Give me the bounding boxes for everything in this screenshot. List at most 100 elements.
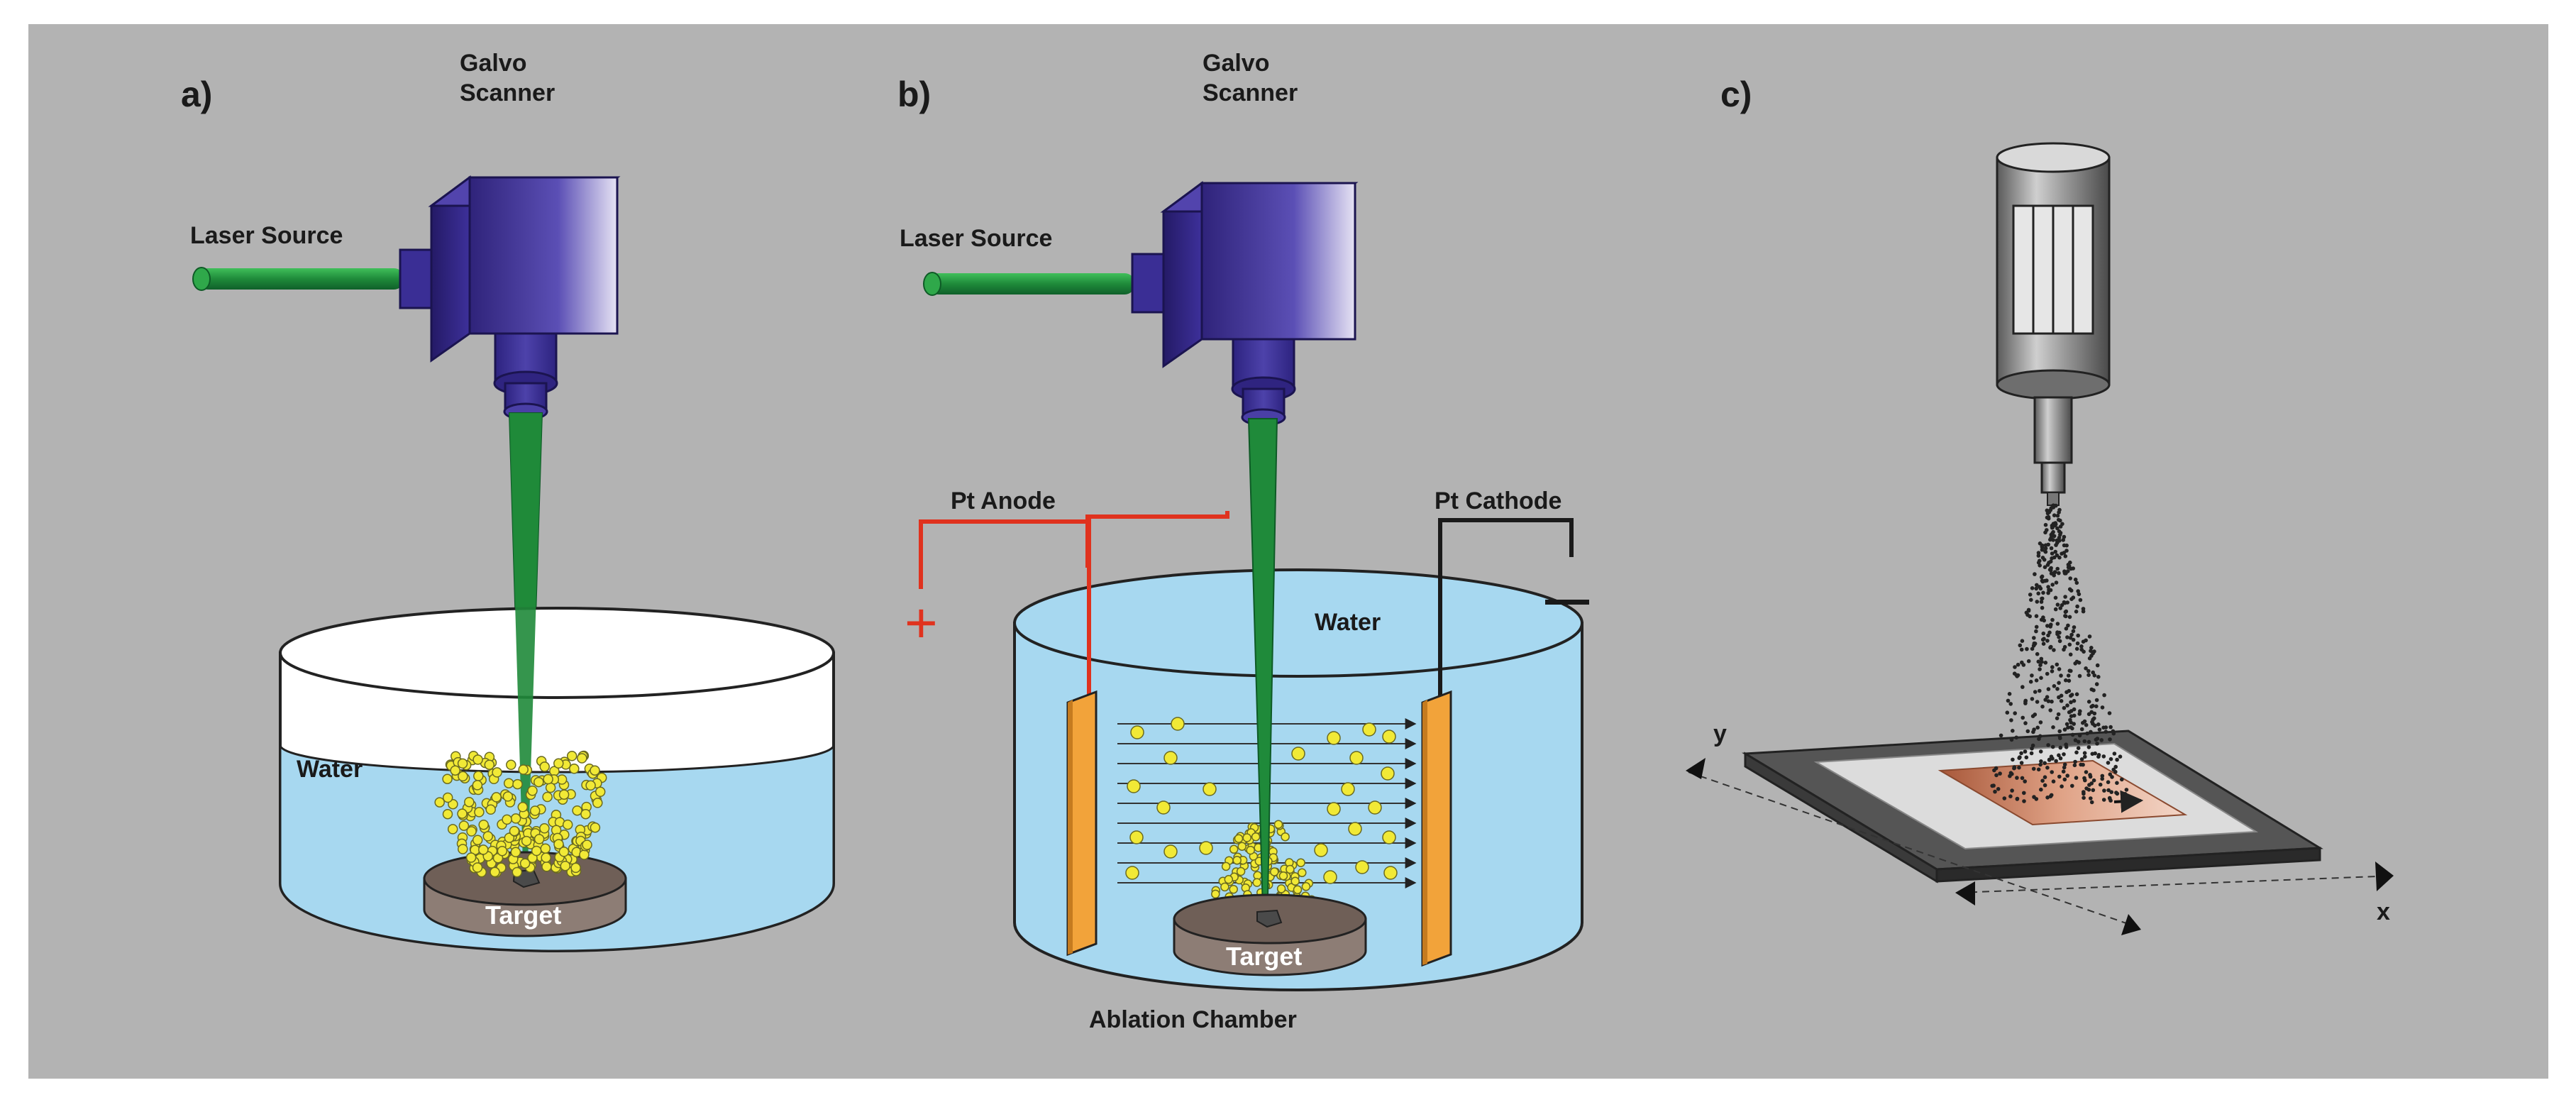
particle (531, 845, 542, 857)
spray-dot (2075, 604, 2079, 609)
spray-dot (1993, 789, 1997, 794)
spray-particles (1990, 503, 2135, 805)
particle (478, 844, 489, 855)
particle (1163, 844, 1178, 859)
spray-dot (2082, 796, 2086, 800)
particle (1327, 802, 1341, 816)
spray-dot (2092, 649, 2096, 654)
particle (569, 764, 580, 774)
spray-dot (2084, 770, 2089, 774)
spray-dot (2055, 566, 2060, 571)
spray-dot (2063, 595, 2067, 599)
spray-dot (2055, 662, 2060, 667)
spray-dot (2073, 577, 2078, 582)
spray-dot (2085, 731, 2089, 736)
spray-dot (2030, 673, 2034, 678)
galvo-scanner-label-b-line2: Scanner (1203, 79, 1298, 106)
particle (484, 759, 495, 770)
spray-dot (2057, 667, 2062, 671)
spray-dot (2013, 711, 2017, 715)
spray-dot (2086, 739, 2091, 744)
spray-dot (2077, 673, 2082, 678)
anode-top (919, 519, 1089, 589)
spray-dot (2010, 788, 2014, 793)
particle (580, 808, 591, 820)
spray-dot (2050, 583, 2055, 587)
spray-dot (2077, 592, 2082, 597)
spray-dot (2035, 725, 2040, 730)
spray-dot (2064, 627, 2069, 631)
particle (1301, 882, 1311, 891)
spray-dot (2068, 652, 2073, 657)
spray-dot (2046, 585, 2050, 589)
spray-dot (2046, 699, 2051, 703)
spray-dot (2074, 610, 2079, 614)
spray-dot (2069, 597, 2074, 601)
spray-dot (2068, 576, 2072, 580)
spray-dot (2107, 711, 2112, 715)
particle-cloud-a (434, 750, 607, 878)
spray-dot (2064, 678, 2068, 683)
particle (1234, 834, 1244, 843)
spray-dot (2108, 756, 2113, 761)
spray-dot (2079, 727, 2084, 732)
spray-dot (2052, 570, 2057, 575)
galvo-scanner-label-b-line1: Galvo (1203, 50, 1269, 77)
particle (1237, 842, 1246, 851)
spray-dot (2114, 791, 2118, 795)
pt-anode-label: Pt Anode (951, 488, 1056, 514)
particle (442, 808, 453, 820)
spray-dot (2012, 765, 2017, 769)
spray-dot (2071, 629, 2076, 634)
laser-source-end-b (923, 272, 941, 296)
particle (566, 751, 577, 761)
spray-dot (2057, 729, 2062, 734)
spray-dot (2066, 725, 2070, 730)
spray-dot (2026, 608, 2031, 613)
particle (492, 767, 502, 778)
axis-x-arrowhead (2375, 861, 2394, 891)
axis-x-label: x (2377, 898, 2390, 925)
spray-dot (2120, 777, 2124, 782)
spray-dot (2019, 761, 2024, 765)
spray-dot (2049, 754, 2054, 759)
spray-dot (2102, 693, 2106, 698)
spray-dot (2112, 752, 2117, 756)
spray-dot (2021, 685, 2025, 689)
spray-dot (2015, 797, 2020, 801)
spray-dot (2039, 676, 2043, 681)
particle (518, 764, 529, 775)
spray-dot (2054, 759, 2058, 764)
galvo-scanner-label-a-line1: Galvo (460, 50, 526, 77)
spray-dot (2062, 543, 2067, 548)
spray-dot (2099, 738, 2104, 742)
spray-dot (2081, 762, 2085, 767)
spray-dot (2095, 742, 2099, 746)
spray-dot (2086, 712, 2091, 717)
spray-dot (2082, 776, 2086, 781)
particle (1362, 722, 1376, 737)
spray-dot (2058, 606, 2062, 610)
spray-dot (2061, 538, 2065, 542)
spray-dot (1998, 771, 2002, 776)
spray-dot (2062, 534, 2067, 539)
spray-dot (2025, 612, 2030, 617)
spray-dot (2047, 758, 2052, 762)
particle (466, 826, 477, 837)
spray-dot (2079, 647, 2084, 652)
spray-dot (2070, 783, 2074, 788)
spray-dot (2036, 591, 2040, 596)
particle (485, 804, 496, 815)
spray-dot (2100, 705, 2105, 710)
spray-dot (2048, 708, 2052, 712)
particle (577, 753, 587, 764)
spray-head (1996, 142, 2111, 506)
particle (1203, 782, 1217, 796)
spray-dot (2019, 647, 2024, 652)
spray-dot (2042, 775, 2047, 779)
particle (510, 847, 521, 858)
spray-dot (2109, 790, 2113, 794)
spray-dot (2067, 587, 2072, 592)
spray-dot (2072, 698, 2077, 703)
particle (502, 814, 512, 825)
